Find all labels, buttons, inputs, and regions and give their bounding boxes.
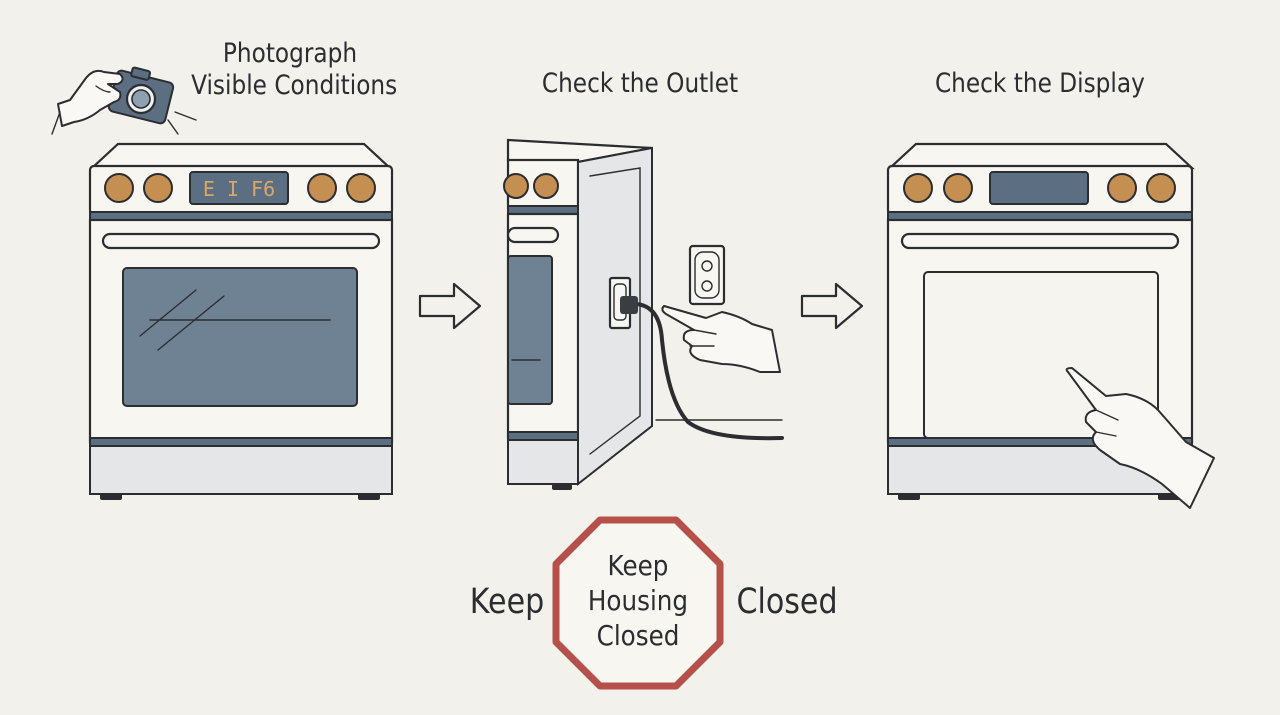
step-3-title: Check the Display bbox=[934, 68, 1145, 99]
stop-sign-line-2: Housing bbox=[587, 584, 689, 617]
stop-sign-line-3: Closed bbox=[596, 619, 680, 652]
arrow-right-icon bbox=[800, 282, 864, 330]
error-code-display: E I F6 bbox=[203, 177, 275, 201]
oven-1: E I F6 bbox=[88, 142, 394, 500]
arrow-right-icon bbox=[418, 282, 482, 330]
pointing-hand-icon bbox=[1065, 367, 1215, 509]
step-1-title-line1: Photograph bbox=[222, 38, 358, 69]
stop-sign-text: Keep Housing Closed bbox=[571, 548, 705, 653]
step-1-title: Photograph Visible Conditions bbox=[191, 38, 398, 102]
pointing-hand-icon bbox=[661, 305, 781, 373]
step-1-title-line2: Visible Conditions bbox=[191, 70, 398, 101]
oven-2 bbox=[503, 138, 653, 490]
stop-sign-line-1: Keep bbox=[607, 549, 669, 582]
stop-sign-icon bbox=[552, 516, 724, 690]
step-2-title: Check the Outlet bbox=[541, 68, 739, 99]
camera-icon bbox=[107, 66, 197, 135]
warning-right-text: Closed bbox=[736, 582, 838, 622]
warning-left-text: Keep bbox=[469, 582, 545, 622]
power-plug-icon bbox=[620, 296, 784, 441]
hand-icon bbox=[51, 69, 124, 135]
